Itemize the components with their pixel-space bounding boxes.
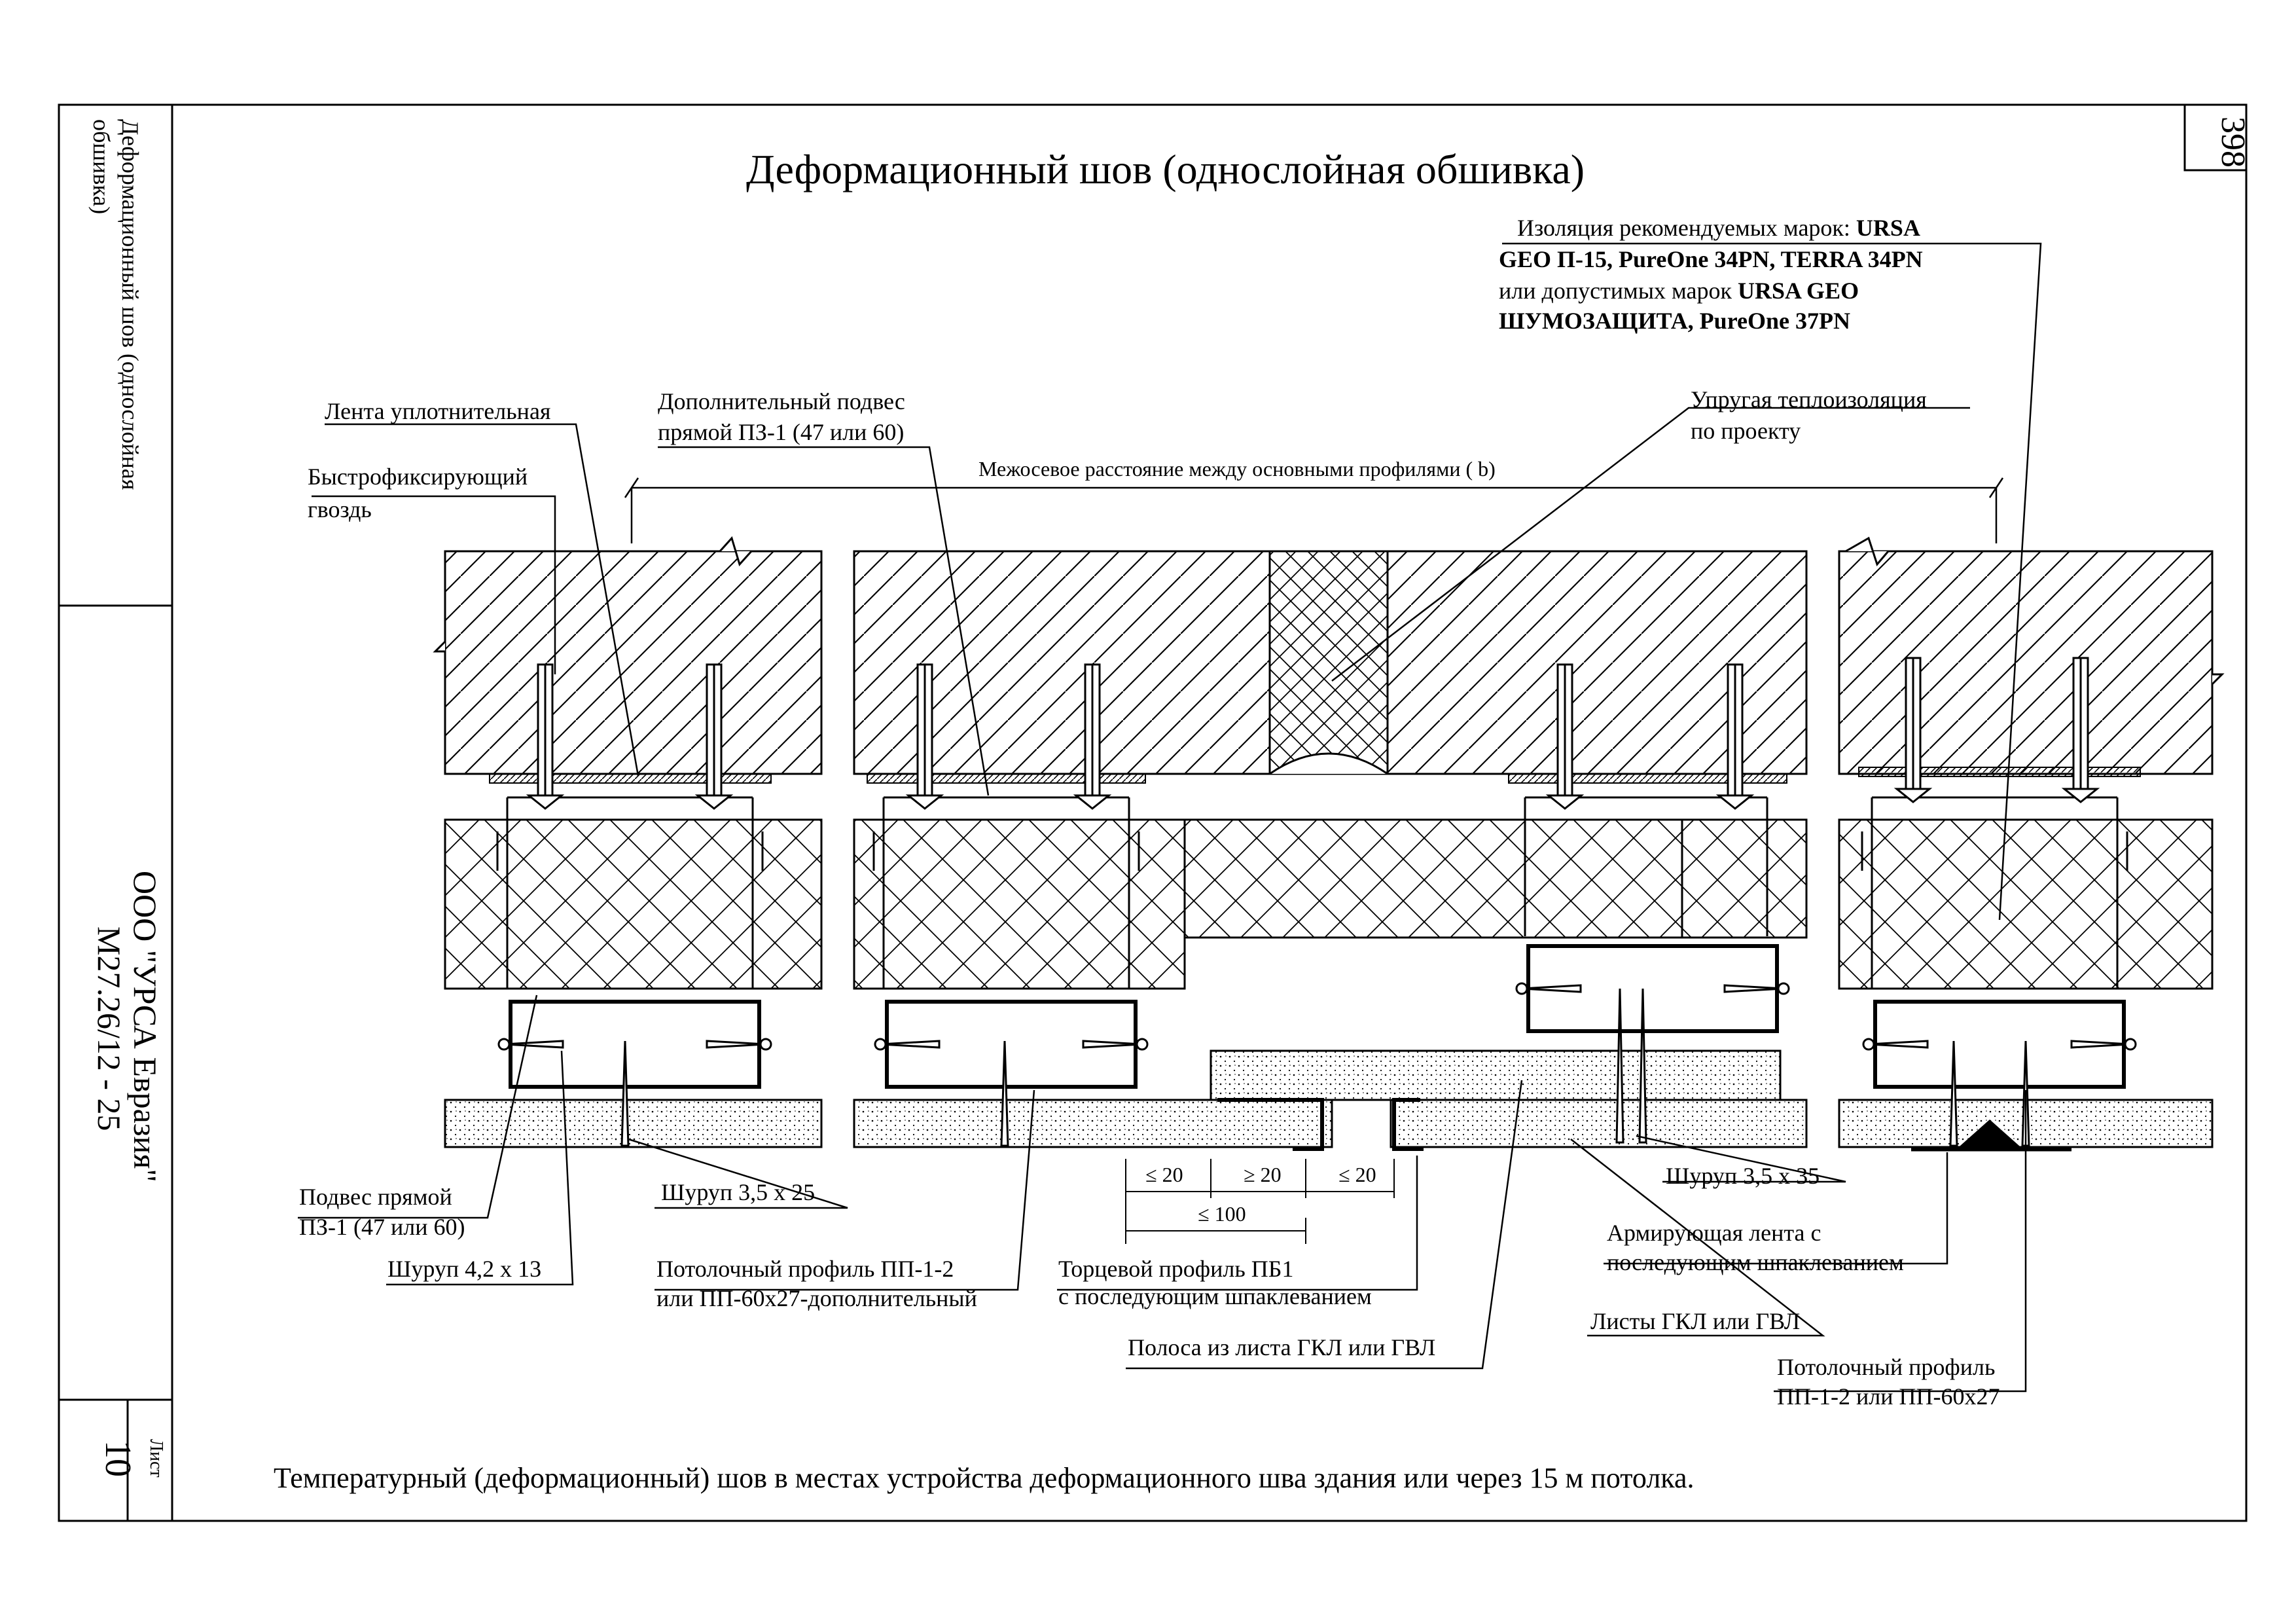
callout-screw-35x25: Шуруп 3,5 х 25: [661, 1179, 815, 1205]
sealing-tape: [489, 767, 2141, 784]
callout-screw-42x13: Шуруп 4,2 х 13: [387, 1256, 541, 1282]
callout-insulation-4: ШУМОЗАЩИТА, PureOne 37PN: [1499, 308, 1850, 334]
axis-distance-label: Межосевое расстояние между основными про…: [978, 457, 1496, 481]
callout-insulation: Изоляция рекомендуемых марок: URSA: [1517, 215, 1920, 241]
concrete-slab: [444, 550, 2214, 775]
elastic-insulation-joint: [1268, 550, 1389, 775]
side-subject-2: обшивка): [88, 119, 115, 214]
side-company: ООО "УРСА Евразия": [127, 871, 164, 1182]
sheet-frame: [58, 103, 2248, 1522]
callout-end-profile-2: с последующим шпаклеванием: [1058, 1283, 1372, 1309]
callout-sheets-gkl: Листы ГКЛ или ГВЛ: [1590, 1308, 1800, 1334]
callout-sealing-tape: Лента уплотнительная: [325, 398, 550, 424]
page-title: Деформационный шов (однослойная обшивка): [746, 146, 1585, 192]
callout-reinforcing-1: Армирующая лента с: [1607, 1220, 1821, 1246]
insulation-layer: [444, 818, 2214, 990]
callout-extra-hanger-2: прямой ПЗ-1 (47 или 60): [658, 419, 904, 445]
dim-ge20: ≥ 20: [1244, 1163, 1282, 1186]
side-screws: [497, 982, 2137, 1051]
slab-break-marks: [433, 536, 2225, 685]
dim-le100: ≤ 100: [1198, 1202, 1246, 1226]
direct-hangers: [496, 796, 2128, 989]
callout-end-profile-1: Торцевой профиль ПБ1: [1058, 1256, 1293, 1282]
callout-ceiling-profile-extra-1: Потолочный профиль ПП-1-2: [656, 1256, 954, 1282]
joint-dimensions: [1125, 1159, 1395, 1244]
callout-quick-nail-1: Быстрофиксирующий: [308, 464, 528, 490]
side-doc-code: М27.26/12 - 25: [91, 926, 128, 1131]
callout-ceiling-profile-2: ПП-1-2 или ПП-60х27: [1777, 1383, 2000, 1410]
callout-insulation-1b: URSA: [1856, 215, 1920, 241]
axis-dimension: [624, 477, 2004, 543]
side-subject-1: Деформационный шов (однослойная: [117, 119, 143, 490]
callout-ceiling-profile-extra-2: или ПП-60х27-дополнительный: [656, 1285, 977, 1311]
leader-lines: [298, 242, 2042, 1393]
callout-strip-gkl: Полоса из листа ГКЛ или ГВЛ: [1128, 1334, 1435, 1360]
reinforcing-tape: [1911, 1119, 2072, 1152]
callout-elastic-2: по проекту: [1691, 418, 1801, 444]
callout-reinforcing-2: последующим шпаклеванием: [1607, 1249, 1904, 1275]
callout-elastic-1: Упругая теплоизоляция: [1691, 386, 1927, 412]
callout-insulation-3b: URSA GEO: [1738, 278, 1859, 304]
side-sheet-label: Лист: [146, 1439, 166, 1478]
side-sheet-number: 10: [98, 1440, 138, 1477]
callout-direct-hanger-1: Подвес прямой: [299, 1184, 452, 1210]
callout-ceiling-profile-1: Потолочный профиль: [1777, 1354, 1995, 1380]
callout-insulation-3a: или допустимых марок: [1499, 278, 1738, 304]
dim-le20-b: ≤ 20: [1338, 1163, 1376, 1186]
callout-insulation-1a: Изоляция рекомендуемых марок:: [1517, 215, 1856, 241]
page-number: 398: [2214, 117, 2251, 168]
callout-direct-hanger-2: ПЗ-1 (47 или 60): [299, 1214, 465, 1240]
footer-note: Температурный (деформационный) шов в мес…: [274, 1462, 1695, 1494]
callout-screw-35x35: Шуруп 3,5 х 35: [1666, 1163, 1820, 1189]
gypsum-boards: [444, 1049, 2214, 1148]
callout-insulation-3: или допустимых марок URSA GEO: [1499, 278, 1859, 304]
callout-extra-hanger-1: Дополнительный подвес: [658, 388, 905, 414]
end-profiles: [1217, 1098, 1424, 1151]
callout-insulation-2: GEO П-15, PureOne 34PN, TERRA 34PN: [1499, 246, 1923, 272]
callout-quick-nail-2: гвоздь: [308, 496, 372, 522]
dim-le20-a: ≤ 20: [1145, 1163, 1183, 1186]
quick-fix-nails: [526, 657, 2100, 810]
